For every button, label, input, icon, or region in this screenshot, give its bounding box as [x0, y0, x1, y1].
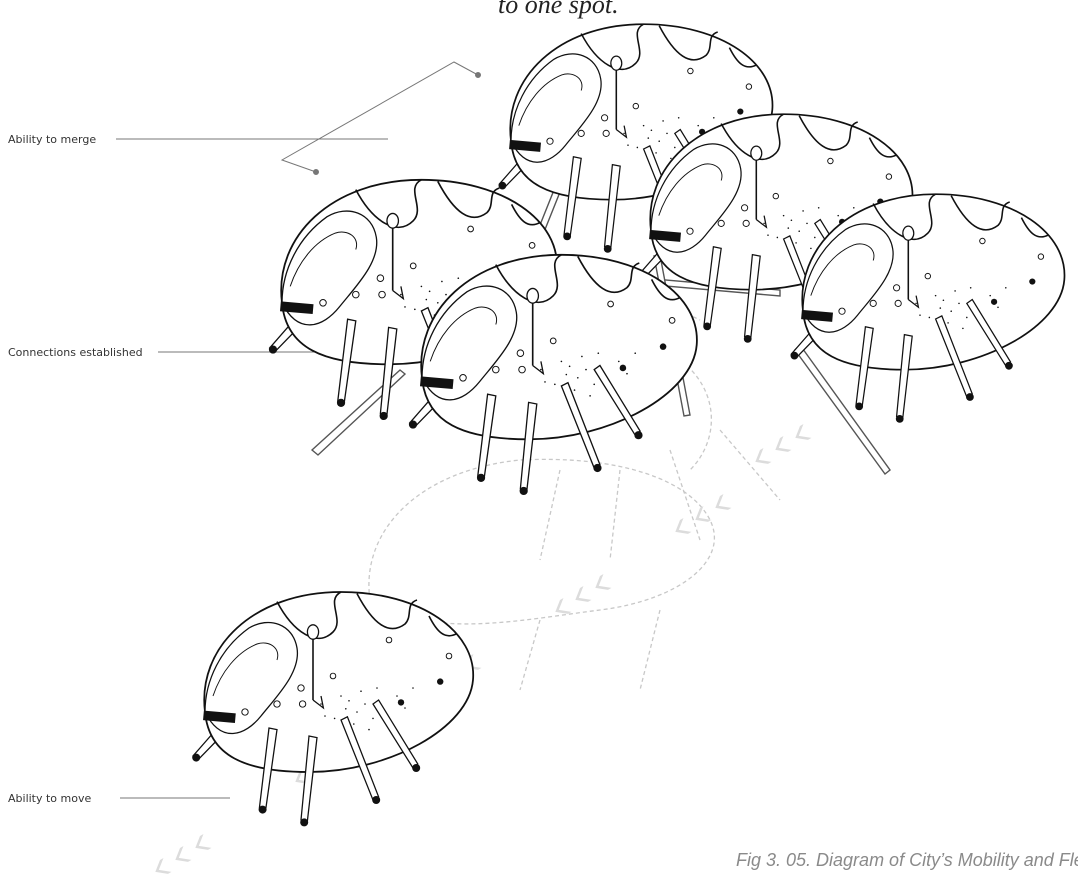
label-ability-to-merge: Ability to merge	[8, 133, 96, 146]
robot-moving	[192, 592, 473, 826]
figure-caption: Fig 3. 05. Diagram of City’s Mobility an…	[736, 850, 1078, 871]
label-connections-established: Connections established	[8, 346, 143, 359]
label-ability-to-move: Ability to move	[8, 792, 91, 805]
